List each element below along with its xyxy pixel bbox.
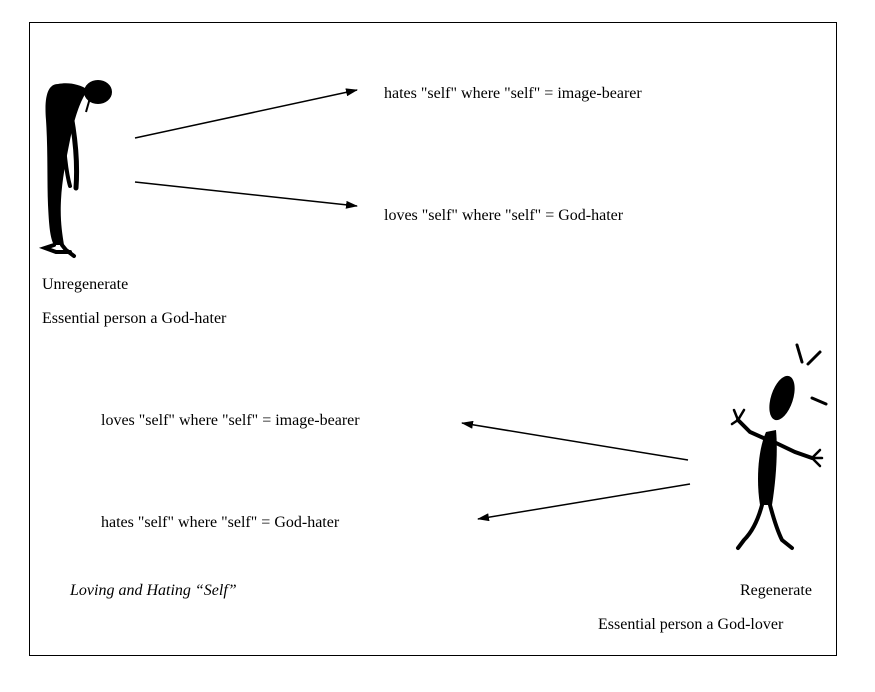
regenerate-label: Regenerate bbox=[740, 582, 812, 599]
arrow-to-top-upper bbox=[134, 88, 358, 139]
statement-bottom-upper: loves "self" where "self" = image-bearer bbox=[101, 412, 360, 429]
statement-top-lower: loves "self" where "self" = God-hater bbox=[384, 207, 624, 224]
diagram-caption: Loving and Hating “Self” bbox=[70, 582, 237, 599]
statement-bottom-lower: hates "self" where "self" = God-hater bbox=[101, 514, 340, 531]
statement-top-upper: hates "self" where "self" = image-bearer bbox=[384, 85, 642, 102]
arrow-to-top-lower bbox=[134, 181, 358, 209]
unregenerate-figure-icon bbox=[38, 80, 112, 258]
diagram-frame bbox=[29, 22, 837, 656]
arrow-to-bottom-lower bbox=[477, 483, 691, 522]
regenerate-figure-icon bbox=[730, 343, 828, 550]
arrow-to-bottom-upper bbox=[461, 420, 689, 461]
unregenerate-label: Unregenerate bbox=[42, 276, 129, 293]
unregenerate-sublabel: Essential person a God-hater bbox=[42, 310, 227, 327]
regenerate-sublabel: Essential person a God-lover bbox=[598, 616, 784, 633]
